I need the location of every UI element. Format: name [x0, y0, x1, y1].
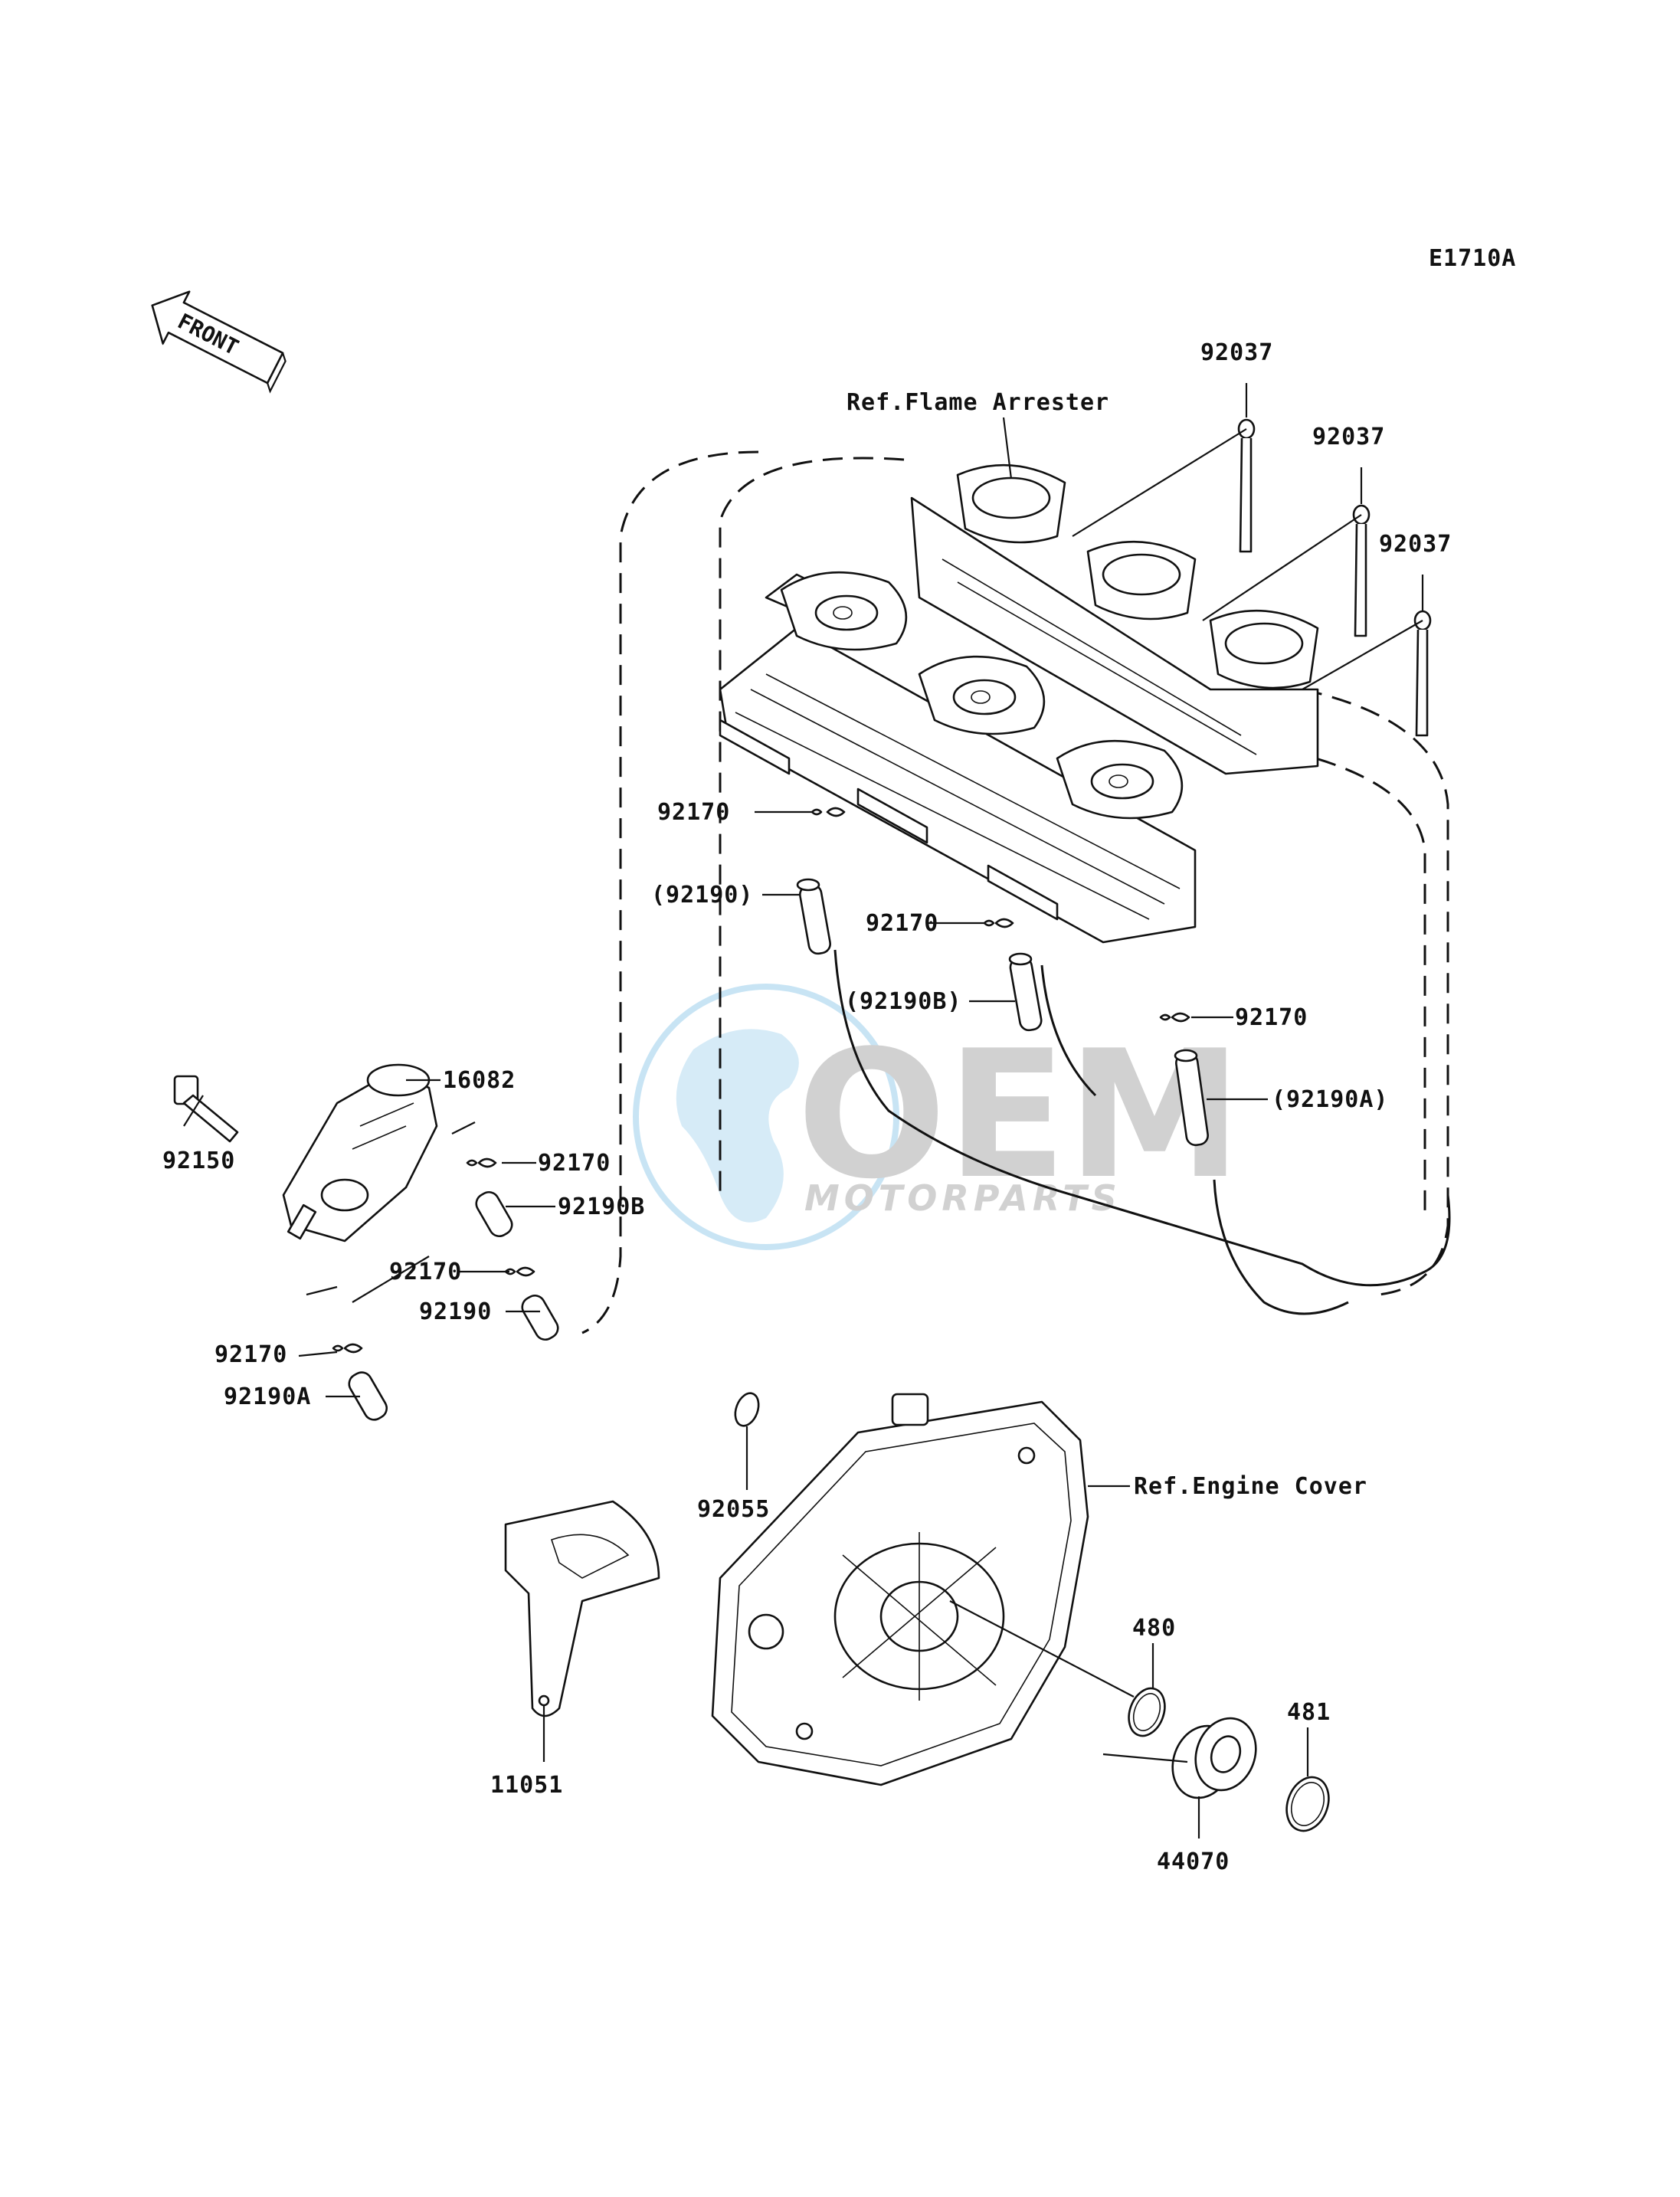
clip-92170-pump3	[332, 1343, 363, 1354]
callout-92037-c: 92037	[1379, 531, 1452, 558]
watermark-globe-continents-icon	[676, 1029, 799, 1223]
callout-480: 480	[1132, 1615, 1176, 1642]
bolt-92037-b	[1352, 504, 1371, 637]
labels: Ref.Flame Arrester Ref.Engine Cover 9203…	[162, 339, 1452, 1875]
diagram-code: E1710A	[1429, 245, 1516, 272]
hose-routing	[581, 450, 1451, 1334]
bolt-92037-a	[1237, 418, 1256, 553]
callout-92055: 92055	[697, 1496, 770, 1523]
callout-481: 481	[1287, 1699, 1331, 1726]
regulator-16082	[282, 1063, 438, 1243]
leader-lines	[183, 383, 1424, 1838]
ref-flame-arrester-label: Ref.Flame Arrester	[847, 389, 1109, 416]
carburetor-bank	[719, 571, 1197, 944]
callout-92190-paren: (92190)	[651, 882, 753, 909]
callout-92190B-paren: (92190B)	[845, 988, 962, 1015]
callout-92190B-pump: 92190B	[558, 1193, 645, 1220]
clip-92170-pump	[466, 1157, 497, 1168]
callout-92170-pump3: 92170	[215, 1341, 287, 1368]
clip-92170-top	[811, 807, 846, 817]
callout-92190A-pump: 92190A	[224, 1383, 311, 1410]
hose-92190A-pump	[348, 1371, 388, 1421]
watermark-sub-text: MOTORPARTS	[804, 1177, 1122, 1219]
o-ring-92055	[734, 1392, 760, 1427]
circlip-480	[1128, 1687, 1166, 1737]
hose-92190B-pump	[475, 1190, 513, 1238]
hose-92190-pump	[521, 1294, 559, 1341]
callout-92170-pump: 92170	[538, 1150, 611, 1177]
callout-92037-b: 92037	[1312, 424, 1385, 450]
bearing-44070	[1171, 1717, 1257, 1799]
circlip-481	[1285, 1776, 1330, 1832]
callout-92150: 92150	[162, 1148, 235, 1174]
carburetor-2	[918, 655, 1046, 735]
bolt-92037-c	[1413, 610, 1432, 737]
front-arrow-icon: FRONT	[151, 290, 287, 394]
callout-92170-mid: 92170	[866, 910, 938, 937]
callout-92037-a: 92037	[1200, 339, 1273, 366]
flame-arrester-manifold	[910, 463, 1319, 775]
watermark-logo: OEM MOTORPARTS	[633, 984, 1243, 1250]
bracket-11051	[504, 1500, 660, 1717]
engine-cover	[711, 1393, 1089, 1786]
callout-92190-pump: 92190	[419, 1298, 492, 1325]
bolt-92150	[173, 1075, 239, 1143]
watermark-main-text: OEM	[797, 1013, 1243, 1218]
clip-92170-right	[1159, 1012, 1190, 1023]
callout-92170-top: 92170	[657, 799, 730, 826]
callout-16082: 16082	[443, 1067, 516, 1094]
carburetor-1	[780, 571, 908, 651]
ref-engine-cover-label: Ref.Engine Cover	[1134, 1473, 1367, 1500]
hose-92190	[798, 883, 832, 955]
callout-44070: 44070	[1157, 1848, 1230, 1875]
clip-92170-mid	[983, 918, 1014, 928]
callout-92170-right: 92170	[1235, 1004, 1308, 1031]
carburetor-3	[1056, 739, 1184, 820]
clip-92170-pump2	[504, 1266, 535, 1277]
callout-92170-pump2: 92170	[389, 1259, 462, 1285]
callout-92190A-paren: (92190A)	[1272, 1086, 1389, 1113]
callout-11051: 11051	[490, 1772, 563, 1799]
